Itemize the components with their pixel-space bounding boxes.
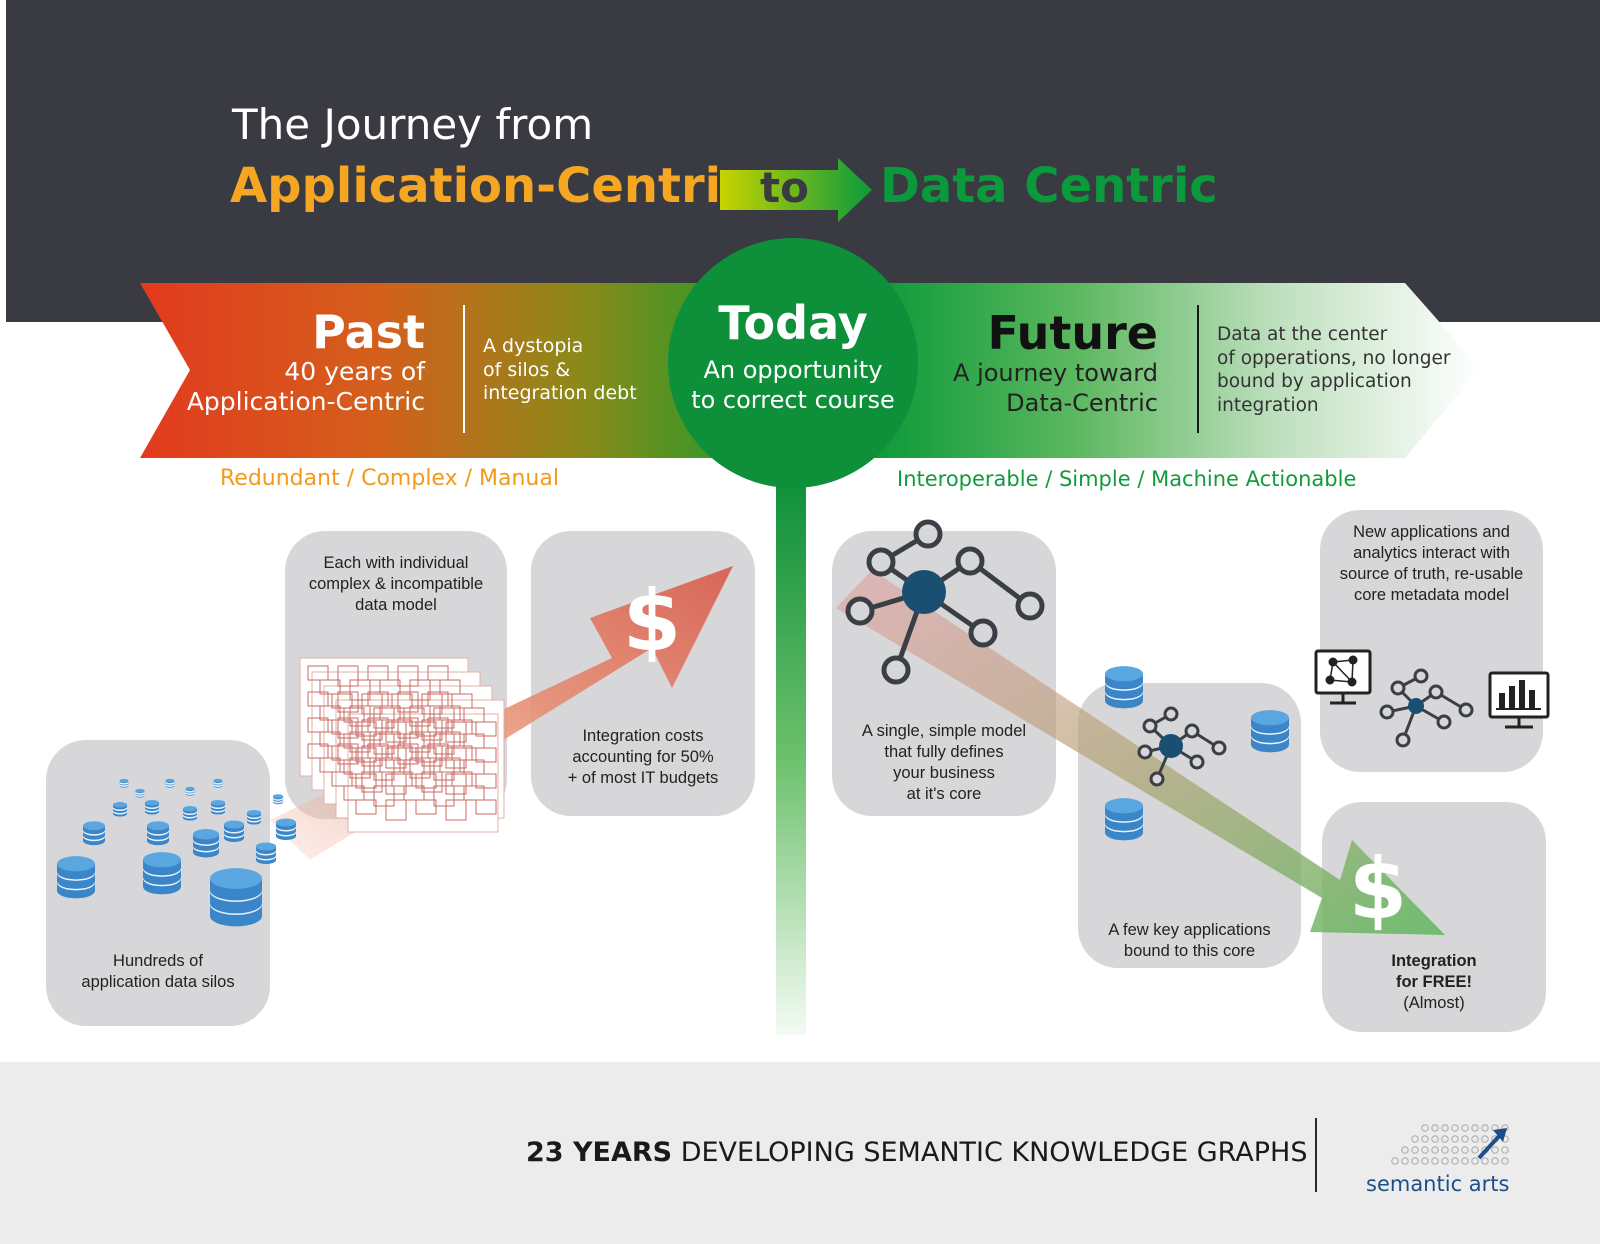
- caption-line: complex & incompatible: [308, 575, 484, 593]
- footer-divider: [1315, 1118, 1317, 1192]
- past-subtitle-tags: Redundant / Complex / Manual: [220, 466, 559, 491]
- semantic-arts-logo-icon: [1391, 1124, 1509, 1165]
- footer-tagline-bold: 23 YEARS: [526, 1137, 673, 1168]
- past-desc-line: A dystopia: [483, 335, 584, 357]
- footer: [0, 1062, 1600, 1244]
- past-subtitle: 40 years of Application-Centric: [150, 357, 425, 417]
- past-description: A dystopia of silos & integration debt: [483, 335, 637, 406]
- costs-caption: Integration costs accounting for 50% + o…: [531, 726, 755, 789]
- title-line-1: The Journey from: [232, 100, 594, 149]
- future-subtitle-tags: Interoperable / Simple / Machine Actiona…: [897, 467, 1357, 491]
- database-icons: [1105, 666, 1289, 841]
- title-application-centric: Application-Centric: [230, 158, 750, 214]
- database-icon: [193, 829, 219, 858]
- monitor-chart-icon: [1488, 671, 1550, 729]
- new-apps-caption: New applications and analytics interact …: [1320, 522, 1543, 606]
- database-icon: [247, 809, 261, 825]
- database-icon: [113, 801, 127, 817]
- today-line-1: An opportunity: [703, 356, 883, 384]
- caption-line: Integration: [1391, 952, 1477, 970]
- caption-line: New applications and: [1353, 523, 1510, 541]
- future-desc-line: bound by application: [1217, 371, 1412, 392]
- caption-line: A few key applications: [1108, 921, 1271, 939]
- database-icon: [256, 842, 276, 864]
- database-icon: [165, 778, 175, 788]
- today-subtitle: An opportunity to correct course: [668, 355, 918, 415]
- database-icon: [143, 852, 181, 895]
- title-to-label: to: [760, 163, 809, 212]
- future-description: Data at the center of opperations, no lo…: [1217, 323, 1451, 417]
- caption-line: bound to this core: [1123, 942, 1256, 960]
- footer-tagline-rest: DEVELOPING SEMANTIC KNOWLEDGE GRAPHS: [672, 1137, 1308, 1168]
- past-title: Past: [312, 305, 425, 359]
- caption-line: Hundreds of: [113, 952, 203, 970]
- caption-line: Each with individual: [323, 554, 469, 572]
- past-desc-line: integration debt: [483, 382, 637, 404]
- caption-line: your business: [893, 764, 995, 782]
- models-caption: Each with individual complex & incompati…: [285, 553, 507, 616]
- silos-caption: Hundreds of application data silos: [46, 951, 270, 993]
- database-icon: [119, 778, 129, 788]
- today-line-2: to correct course: [691, 386, 895, 414]
- integration-free-caption: Integration for FREE! (Almost): [1322, 951, 1546, 1014]
- diagram-graphics: $ $: [57, 519, 1550, 938]
- brand-name: semantic arts: [1366, 1172, 1510, 1196]
- caption-line: that fully defines: [884, 743, 1004, 761]
- database-icon: [273, 794, 283, 805]
- database-icons: [57, 778, 296, 927]
- network-graph-icon: [845, 519, 1045, 685]
- database-icon: [183, 805, 197, 821]
- caption-line: source of truth, re-usable: [1339, 565, 1524, 583]
- today-circle: [668, 238, 918, 488]
- database-icon: [213, 778, 223, 788]
- database-icon: [210, 868, 262, 927]
- monitor-network-icon: [1314, 649, 1372, 705]
- caption-line: A single, simple model: [861, 722, 1027, 740]
- caption-line: + of most IT budgets: [567, 769, 719, 787]
- past-line-1: 40 years of: [284, 357, 425, 386]
- database-icon: [57, 856, 95, 899]
- caption-line: for FREE!: [1395, 973, 1473, 991]
- database-icon: [224, 820, 244, 842]
- database-icon: [185, 786, 195, 796]
- database-icon: [1105, 666, 1143, 709]
- dollar-icon: $: [623, 572, 681, 670]
- database-icon: [135, 788, 145, 798]
- past-desc-line: of silos &: [483, 358, 571, 381]
- future-desc-line: integration: [1217, 394, 1319, 416]
- database-icon: [1105, 798, 1143, 841]
- network-graph-icon: [1137, 706, 1227, 787]
- data-model-diagram-icon: [299, 657, 505, 833]
- caption-line: data model: [355, 596, 437, 614]
- caption-line: core metadata model: [1353, 586, 1509, 604]
- database-icon: [147, 821, 169, 846]
- future-line-2: Data-Centric: [1006, 389, 1158, 417]
- dollar-icon: $: [1349, 840, 1407, 938]
- past-line-2: Application-Centric: [186, 387, 425, 416]
- key-apps-caption: A few key applications bound to this cor…: [1078, 920, 1301, 962]
- network-graph-icon: [1379, 668, 1474, 748]
- database-icon: [211, 799, 225, 815]
- caption-line: analytics interact with: [1353, 544, 1510, 562]
- caption-line: accounting for 50%: [572, 748, 714, 766]
- caption-line: application data silos: [81, 973, 235, 991]
- future-desc-line: Data at the center: [1217, 324, 1388, 345]
- title-data-centric: Data Centric: [880, 158, 1218, 214]
- database-icon: [276, 818, 296, 840]
- database-icon: [1251, 710, 1289, 753]
- footer-tagline: 23 YEARS DEVELOPING SEMANTIC KNOWLEDGE G…: [526, 1137, 1308, 1168]
- caption-line: (Almost): [1403, 994, 1465, 1012]
- caption-line: at it's core: [906, 785, 982, 803]
- caption-line: Integration costs: [582, 727, 704, 745]
- database-icon: [83, 821, 105, 846]
- future-line-1: A journey toward: [953, 359, 1158, 387]
- future-desc-line: of opperations, no longer: [1217, 347, 1451, 369]
- today-title: Today: [718, 296, 868, 350]
- to-arrow-icon: [720, 158, 872, 222]
- database-icon: [145, 799, 159, 815]
- single-model-caption: A single, simple model that fully define…: [832, 721, 1056, 805]
- future-title: Future: [987, 306, 1158, 360]
- future-subtitle: A journey toward Data-Centric: [900, 358, 1158, 418]
